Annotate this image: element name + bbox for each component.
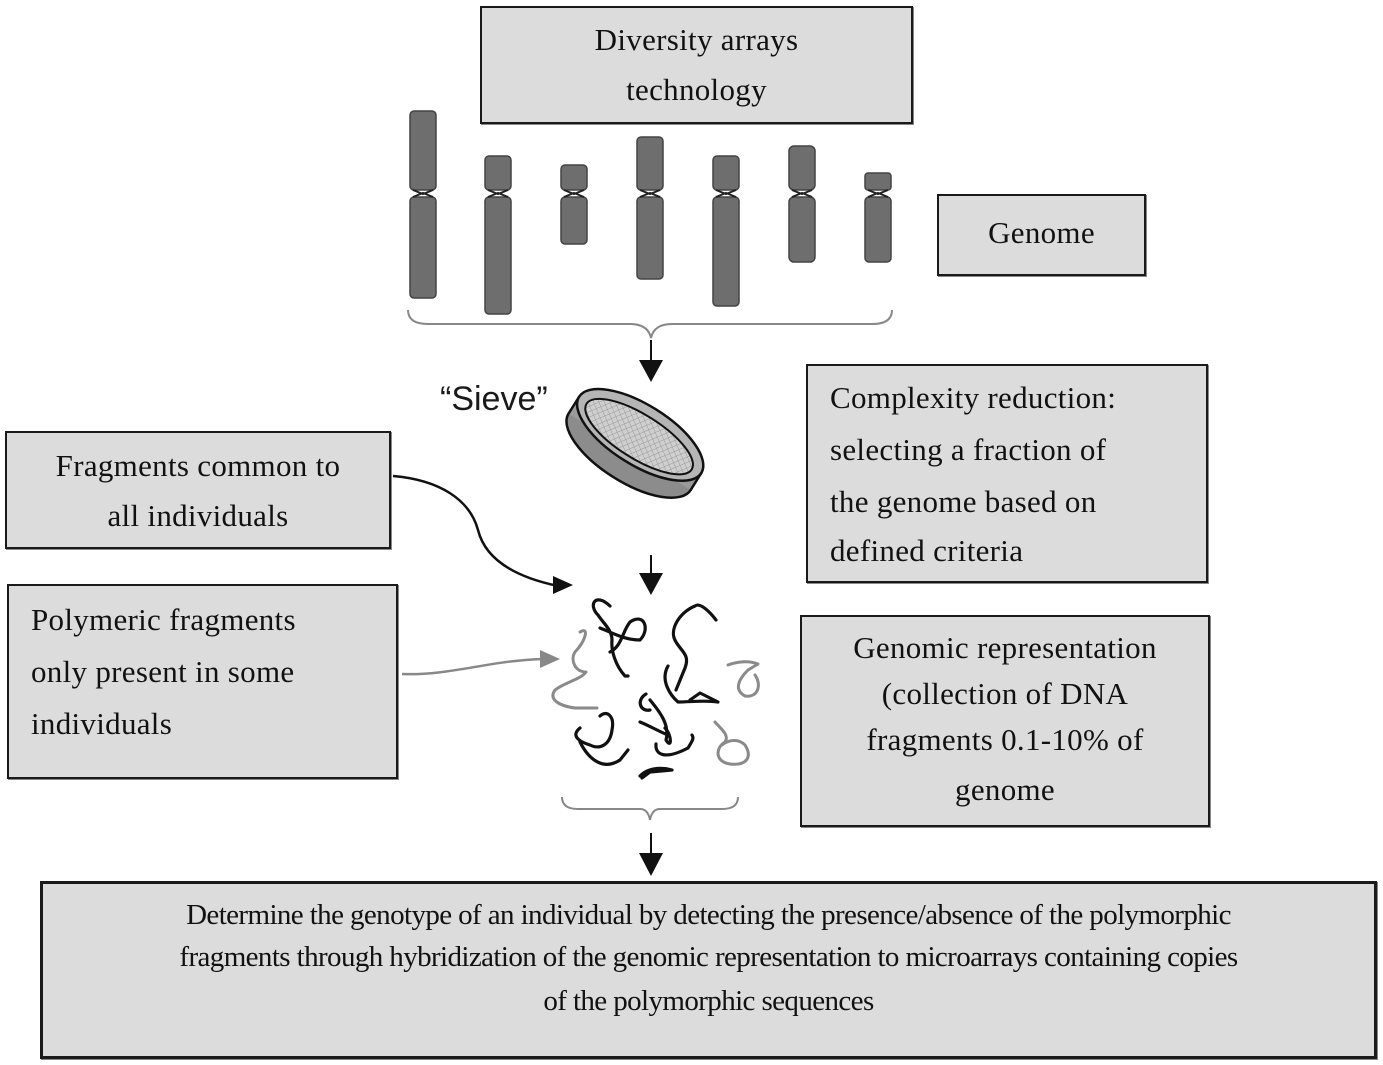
common-fragments-line: all individuals (107, 498, 289, 533)
chromosome-icon (409, 110, 437, 299)
polymeric-fragments-box: Polymeric fragments only present in some… (7, 584, 398, 779)
complexity-line: Complexity reduction: (830, 380, 1117, 415)
polymeric-fragments-line: individuals (31, 706, 173, 741)
polymeric-fragments-line: only present in some (31, 654, 295, 689)
genotype-line: fragments through hybridization of the g… (179, 941, 1238, 973)
arrow-down-icon (639, 555, 663, 595)
genotype-determination-box: Determine the genotype of an individual … (40, 881, 1377, 1059)
arrow-down-icon (639, 833, 663, 876)
chromosome-icon (788, 145, 816, 263)
fragments-brace (561, 796, 739, 821)
common-fragments-connector (392, 474, 559, 588)
title-box: Diversity arrays technology (480, 6, 913, 124)
complexity-reduction-box: Complexity reduction: selecting a fracti… (806, 364, 1208, 583)
complexity-line: defined criteria (830, 533, 1024, 568)
chromosome-icon (712, 155, 740, 307)
complexity-line: selecting a fraction of (830, 432, 1107, 467)
polymeric-fragments-connector (401, 657, 546, 676)
genome-box: Genome (937, 194, 1146, 276)
chromosome-icon (864, 172, 892, 263)
representation-line: Genomic representation (853, 630, 1157, 665)
arrow-down-icon (639, 340, 663, 382)
genome-brace (407, 309, 893, 339)
chromosome-icon (560, 164, 588, 245)
complexity-line: the genome based on (830, 484, 1097, 519)
common-fragments-box: Fragments common to all individuals (5, 431, 391, 549)
title-line: technology (626, 72, 767, 107)
chromosome-group (409, 110, 892, 315)
dna-fragment-icon (551, 629, 760, 766)
representation-line: (collection of DNA (881, 676, 1129, 711)
common-fragments-line: Fragments common to (55, 448, 341, 483)
sieve-icon (565, 387, 705, 499)
dna-fragment-icon (574, 598, 720, 780)
sieve-label: “Sieve” (440, 380, 548, 418)
chromosome-icon (484, 155, 512, 315)
representation-line: fragments 0.1-10% of (866, 722, 1144, 757)
arrow-head-icon (553, 576, 573, 594)
genomic-representation-box: Genomic representation (collection of DN… (800, 615, 1210, 827)
genotype-line: of the polymorphic sequences (543, 985, 874, 1017)
polymeric-fragments-line: Polymeric fragments (31, 602, 296, 637)
genome-label: Genome (988, 215, 1095, 250)
genotype-line: Determine the genotype of an individual … (186, 899, 1231, 931)
representation-line: genome (955, 772, 1055, 807)
chromosome-icon (636, 136, 664, 280)
arrow-head-icon (540, 650, 560, 668)
title-line: Diversity arrays (594, 22, 799, 57)
